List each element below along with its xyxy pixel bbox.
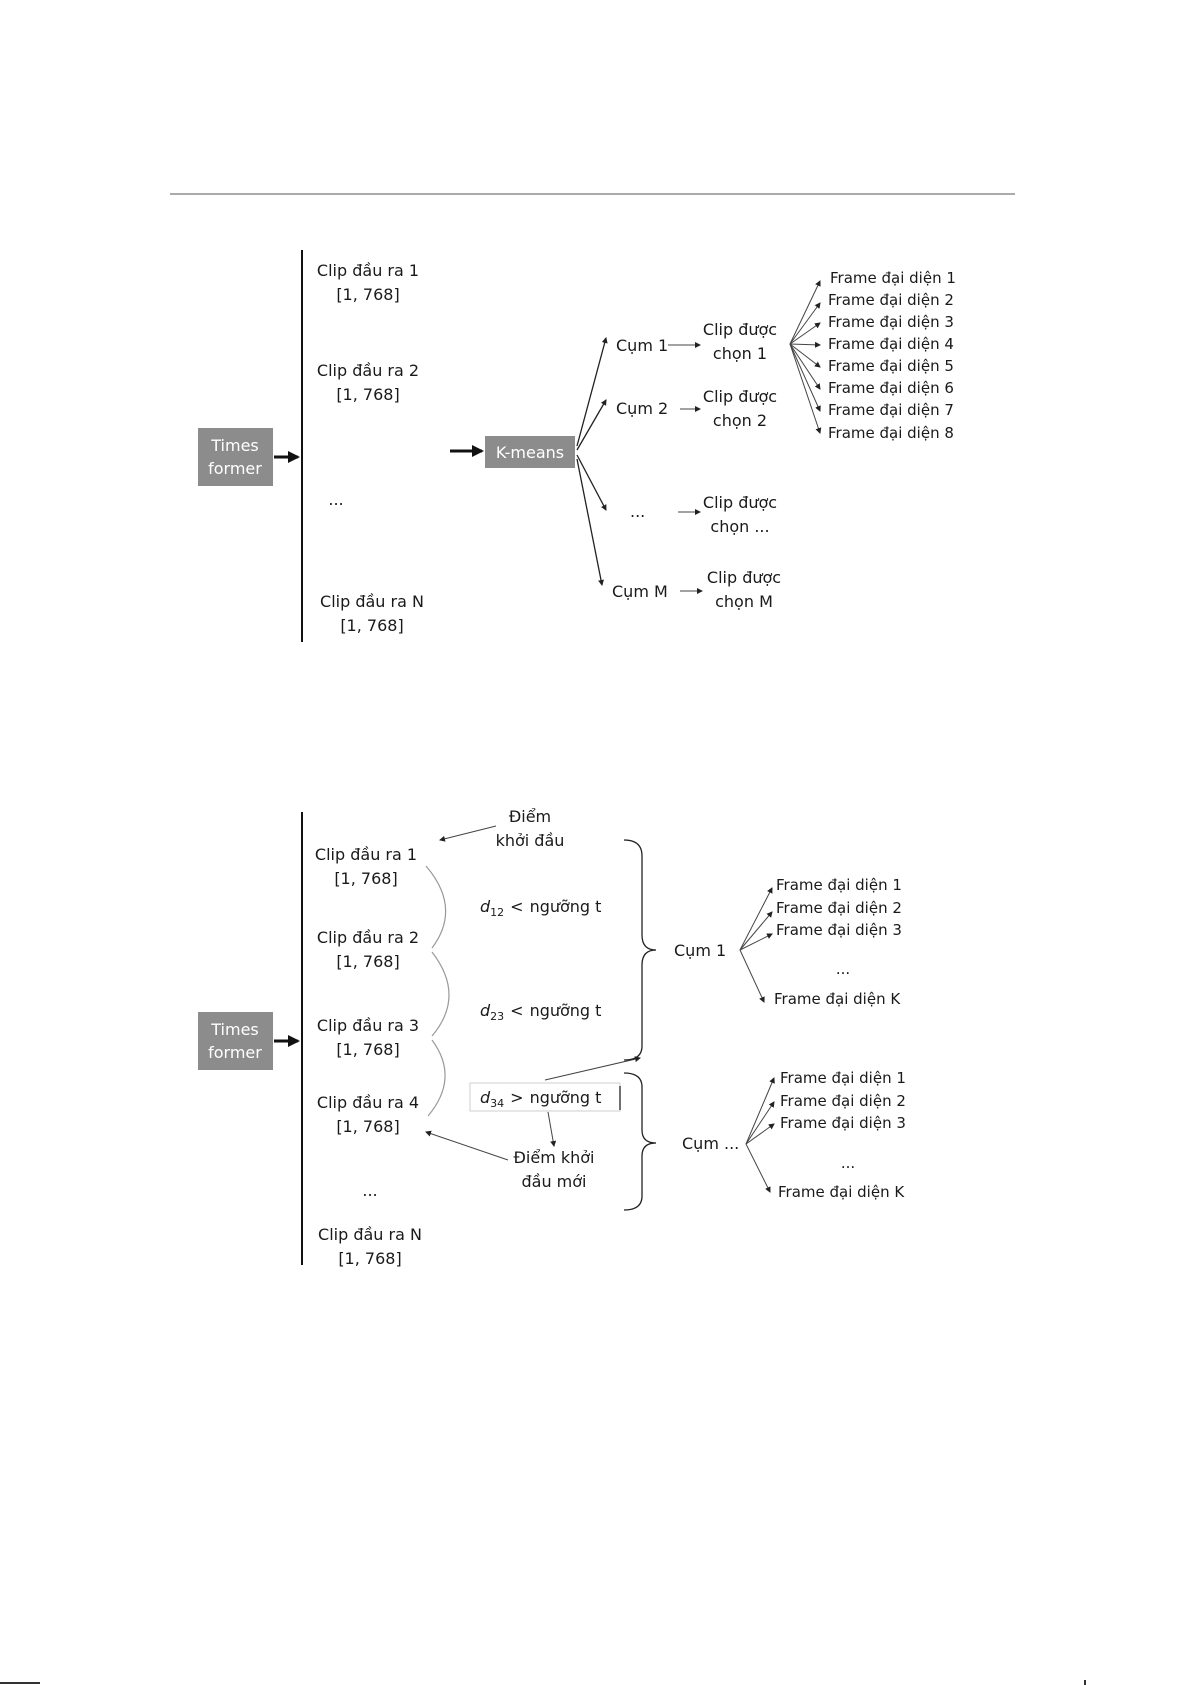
arrow-kmeans-to-cluster-m bbox=[576, 458, 604, 586]
new-start-point-line1: Điểm khởi bbox=[514, 1148, 595, 1167]
cluster-ellipsis-label: ... bbox=[630, 502, 645, 521]
cluster-2-label: Cụm 2 bbox=[616, 399, 668, 418]
clip-output-ellipsis: ... bbox=[328, 490, 343, 509]
clip-output-2-name: Clip đầu ra 2 bbox=[317, 361, 419, 380]
clip2-output-ellipsis: ... bbox=[362, 1181, 377, 1200]
link-curve-3-4 bbox=[427, 1039, 446, 1117]
clip2-output-2-dim: [1, 768] bbox=[336, 952, 399, 971]
frame-rep-1: Frame đại diện 1 bbox=[830, 269, 956, 287]
frame-a-3: Frame đại diện 3 bbox=[776, 921, 902, 939]
brace-cluster-1 bbox=[623, 839, 657, 1061]
timesformer-label-line1: Times bbox=[210, 436, 259, 455]
frame-b-3: Frame đại diện 3 bbox=[780, 1114, 906, 1132]
timesformer-box-2: Times former bbox=[198, 1012, 273, 1070]
selected-2-line2: chọn 2 bbox=[713, 411, 767, 430]
frame-b-1: Frame đại diện 1 bbox=[780, 1069, 906, 1087]
timesformer2-label-line2: former bbox=[208, 1043, 262, 1062]
kmeans-label: K-means bbox=[496, 443, 564, 462]
clip-output-2-dim: [1, 768] bbox=[336, 385, 399, 404]
selected-2-line1: Clip được bbox=[703, 387, 777, 406]
link-curve-1-2 bbox=[425, 865, 447, 949]
arrow-cond34-to-new-start bbox=[547, 1111, 557, 1147]
clip2-output-1-name: Clip đầu ra 1 bbox=[315, 845, 417, 864]
frame-rep-7: Frame đại diện 7 bbox=[828, 401, 954, 419]
frame-rep-5: Frame đại diện 5 bbox=[828, 357, 954, 375]
cluster-1-label: Cụm 1 bbox=[616, 336, 668, 355]
frame-a-2: Frame đại diện 2 bbox=[776, 899, 902, 917]
condition-23: d23<ngưỡng t bbox=[480, 1001, 601, 1023]
frame-a-ellipsis: ... bbox=[836, 960, 850, 978]
timesformer2-label-line1: Times bbox=[210, 1020, 259, 1039]
condition-12: d12<ngưỡng t bbox=[480, 897, 601, 919]
timesformer-box: Times former bbox=[198, 428, 273, 486]
frame-fan-b-arrows bbox=[745, 1077, 775, 1193]
start-point-line1: Điểm bbox=[509, 807, 551, 826]
selected-1-line1: Clip được bbox=[703, 320, 777, 339]
clip2-output-1-dim: [1, 768] bbox=[334, 869, 397, 888]
arrow-kmeans-to-cluster-2 bbox=[576, 399, 607, 451]
frame-rep-4: Frame đại diện 4 bbox=[828, 335, 954, 353]
selected-ellipsis-line1: Clip được bbox=[703, 493, 777, 512]
link-curve-2-3 bbox=[431, 951, 450, 1037]
clip2-output-3-name: Clip đầu ra 3 bbox=[317, 1016, 419, 1035]
brace-cluster-ellipsis bbox=[623, 1072, 657, 1211]
frame-rep-3: Frame đại diện 3 bbox=[828, 313, 954, 331]
arrow-kmeans-to-cluster-1 bbox=[576, 337, 608, 447]
clip-output-n-dim: [1, 768] bbox=[340, 616, 403, 635]
clip-output-1-dim: [1, 768] bbox=[336, 285, 399, 304]
arrow-kmeans-to-cluster-ellipsis bbox=[576, 454, 607, 511]
frame-b-ellipsis: ... bbox=[841, 1154, 855, 1172]
frame-a-k: Frame đại diện K bbox=[774, 990, 901, 1008]
frame-fan-arrows bbox=[789, 280, 822, 434]
condition-34: d34>ngưỡng t bbox=[480, 1088, 601, 1110]
clip-output-n-name: Clip đầu ra N bbox=[320, 592, 424, 611]
frame-rep-6: Frame đại diện 6 bbox=[828, 379, 954, 397]
arrow-new-start-point bbox=[425, 1130, 509, 1161]
clip2-output-4-dim: [1, 768] bbox=[336, 1117, 399, 1136]
kmeans-box: K-means bbox=[485, 436, 575, 468]
diagram-threshold: Times former Clip đầu ra 1 [1, 768] Clip… bbox=[198, 807, 906, 1268]
selected-m-line1: Clip được bbox=[707, 568, 781, 587]
clip2-output-2-name: Clip đầu ra 2 bbox=[317, 928, 419, 947]
selected-m-line2: chọn M bbox=[715, 592, 773, 611]
timesformer-label-line2: former bbox=[208, 459, 262, 478]
diagram-kmeans: Times former Clip đầu ra 1 [1, 768] Clip… bbox=[198, 250, 956, 642]
cluster-m-label: Cụm M bbox=[612, 582, 668, 601]
selected-1-line2: chọn 1 bbox=[713, 344, 767, 363]
clip2-output-3-dim: [1, 768] bbox=[336, 1040, 399, 1059]
frame-a-1: Frame đại diện 1 bbox=[776, 876, 902, 894]
arrow-start-point bbox=[439, 825, 497, 842]
frame-b-2: Frame đại diện 2 bbox=[780, 1092, 906, 1110]
selected-ellipsis-line2: chọn ... bbox=[710, 517, 769, 536]
cluster2-1-label: Cụm 1 bbox=[674, 941, 726, 960]
clip2-output-4-name: Clip đầu ra 4 bbox=[317, 1093, 419, 1112]
clip2-output-n-name: Clip đầu ra N bbox=[318, 1225, 422, 1244]
frame-b-k: Frame đại diện K bbox=[778, 1183, 905, 1201]
new-start-point-line2: đầu mới bbox=[521, 1172, 586, 1191]
start-point-line2: khởi đầu bbox=[496, 831, 565, 850]
arrow-cond34-to-cluster1 bbox=[544, 1056, 641, 1081]
clip-output-1-name: Clip đầu ra 1 bbox=[317, 261, 419, 280]
frame-rep-2: Frame đại diện 2 bbox=[828, 291, 954, 309]
cluster2-ellipsis-label: Cụm ... bbox=[682, 1134, 739, 1153]
frame-fan-a-arrows bbox=[739, 887, 773, 1003]
frame-rep-8: Frame đại diện 8 bbox=[828, 424, 954, 442]
clip2-output-n-dim: [1, 768] bbox=[338, 1249, 401, 1268]
